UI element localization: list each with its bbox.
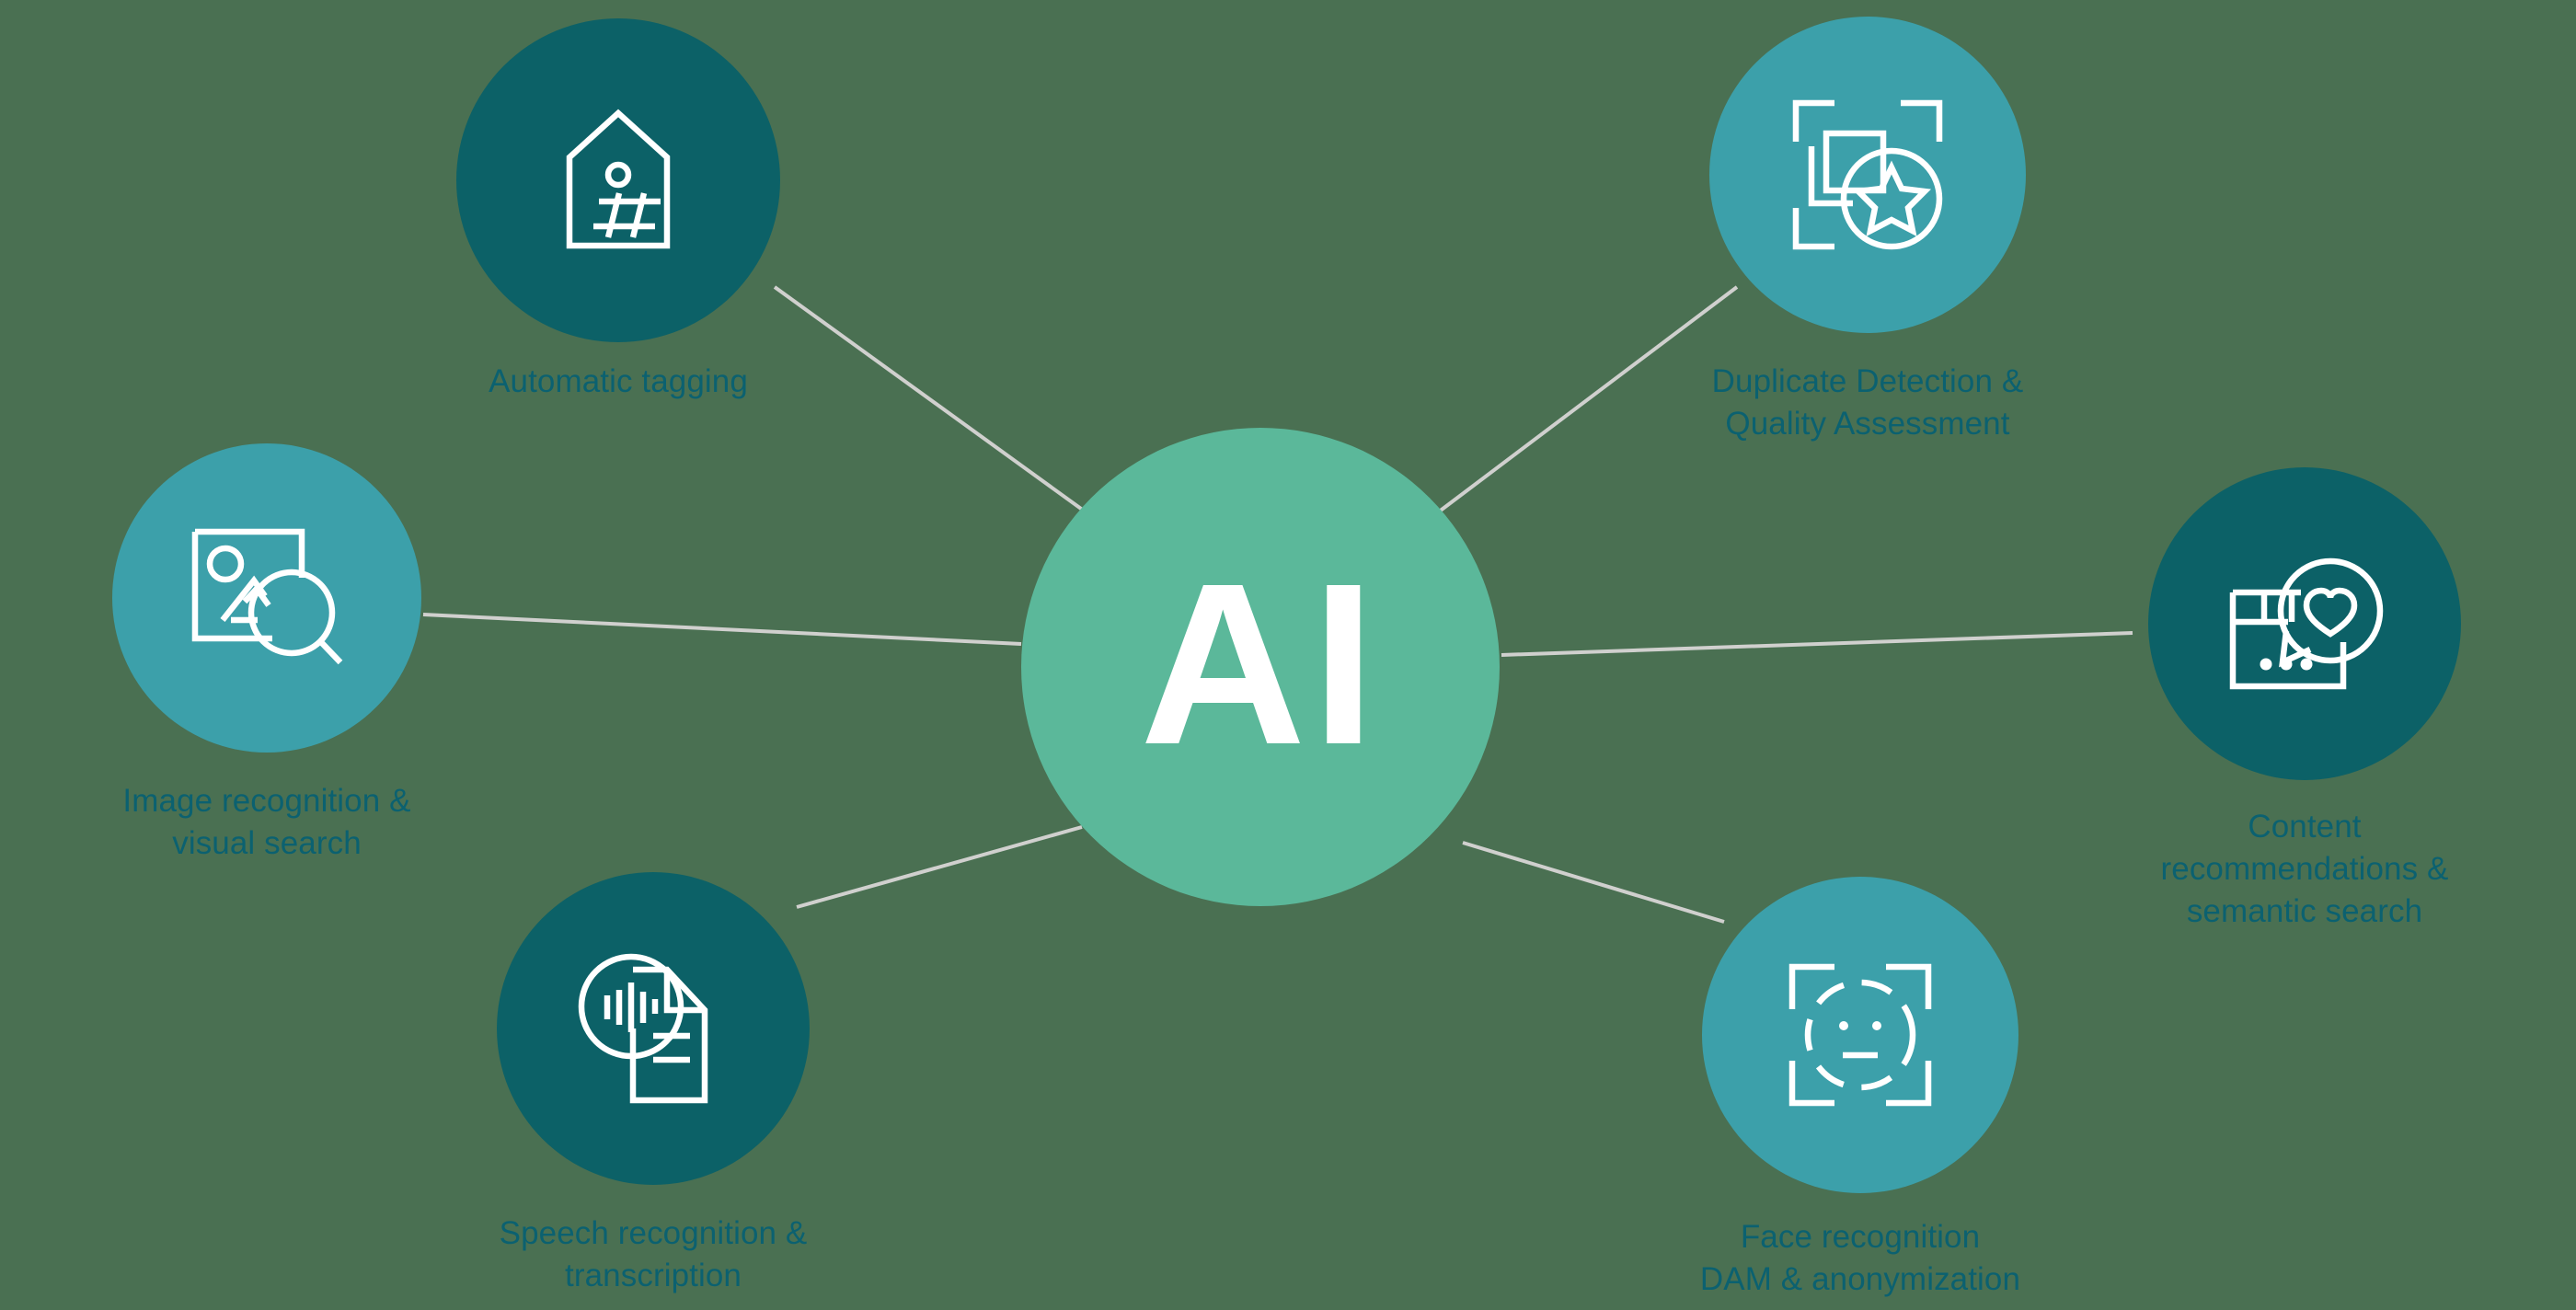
node-label-automatic-tagging: Automatic tagging: [489, 363, 748, 399]
node-circle-duplicate-detection[interactable]: [1709, 17, 2026, 333]
face-scan-icon: [1788, 963, 1932, 1107]
node-circle-automatic-tagging[interactable]: [456, 18, 780, 342]
center-hub-circle[interactable]: AI: [1021, 428, 1500, 906]
connector-content-recommendations: [1501, 631, 2133, 657]
node-label-speech-recognition: Speech recognition & transcription: [499, 1215, 808, 1294]
connector-speech-recognition: [796, 825, 1083, 909]
node-circle-face-recognition[interactable]: [1702, 877, 2018, 1193]
node-label-duplicate-detection: Duplicate Detection & Quality Assessment: [1711, 363, 2024, 442]
node-circle-content-recommendations[interactable]: [2148, 467, 2461, 780]
connector-image-recognition: [422, 613, 1022, 646]
node-label-image-recognition: Image recognition & visual search: [122, 783, 411, 862]
waveform-document-icon: [578, 953, 708, 1104]
node-label-face-recognition: Face recognition DAM & anonymization: [1699, 1219, 2021, 1298]
node-circle-image-recognition[interactable]: [112, 443, 421, 753]
connector-face-recognition: [1462, 841, 1725, 924]
window-heart-bubble-icon: [2229, 557, 2384, 690]
node-label-content-recommendations: Content recommendations & semantic searc…: [2160, 809, 2449, 930]
duplicate-star-icon: [1792, 99, 1943, 250]
center-hub-label: AI: [1140, 535, 1381, 792]
node-circle-speech-recognition[interactable]: [497, 872, 810, 1185]
image-search-icon: [191, 528, 343, 665]
tag-hash-icon: [566, 109, 671, 249]
